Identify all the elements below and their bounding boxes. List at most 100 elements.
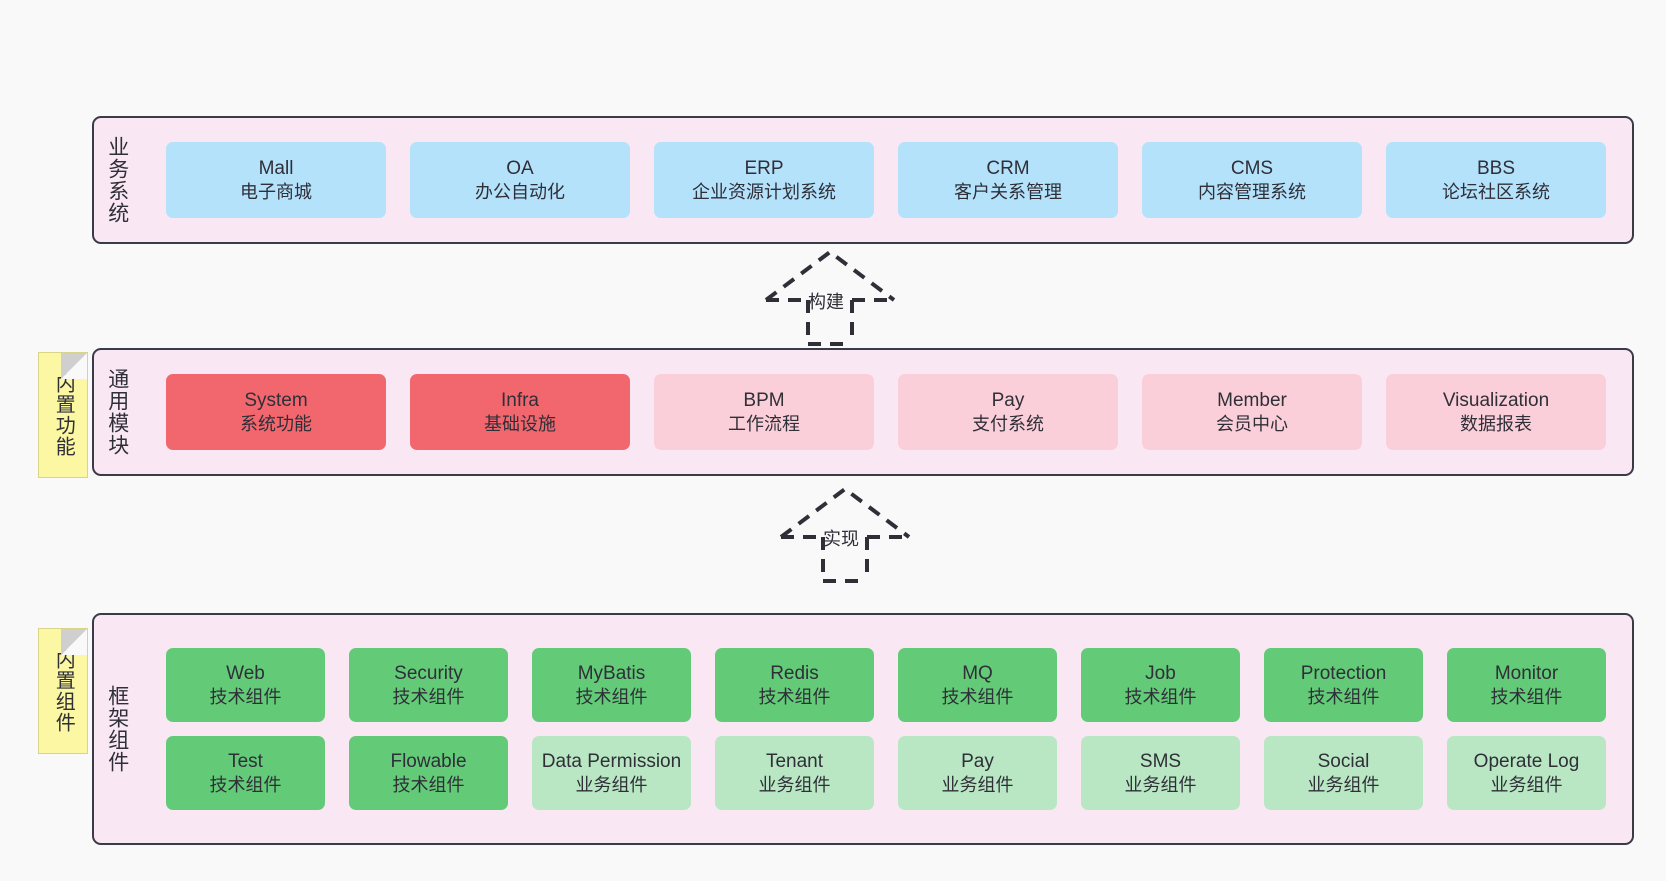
common-module-box-desc: 系统功能: [240, 413, 312, 434]
connector-implement-label: 实现: [823, 529, 859, 549]
common-module-box-name: System: [244, 390, 308, 412]
framework-component-box-desc: 技术组件: [1307, 686, 1380, 707]
framework-component-box-desc: 技术组件: [209, 774, 282, 795]
framework-component-box-name: MQ: [962, 663, 993, 685]
connector-build-label: 构建: [808, 292, 844, 312]
framework-component-box-name: SMS: [1139, 751, 1182, 773]
business-system-box-name: ERP: [744, 158, 784, 180]
framework-component-box-name: Test: [228, 751, 263, 773]
framework-component-box-name: Operate Log: [1473, 751, 1580, 773]
framework-component-box-desc: 业务组件: [758, 774, 831, 795]
framework-component-box-name: Web: [226, 663, 265, 685]
common-module-box-name: Pay: [991, 390, 1025, 412]
framework-component-box-desc: 业务组件: [941, 774, 1014, 795]
framework-component-box-name: Redis: [770, 663, 819, 685]
framework-component-box-desc: 业务组件: [575, 774, 648, 795]
framework-component-box-desc: 技术组件: [392, 686, 465, 707]
common-module-box-desc: 数据报表: [1460, 413, 1532, 434]
framework-component-box-name: Monitor: [1494, 663, 1559, 685]
business-system-box-desc: 企业资源计划系统: [692, 181, 836, 202]
framework-component-box-desc: 业务组件: [1490, 774, 1563, 795]
business-system-box-name: CMS: [1230, 158, 1274, 180]
sticky-note-builtin-features-label: 内置功能: [52, 373, 75, 457]
common-module-box-name: Member: [1217, 390, 1287, 412]
framework-component-box-desc: 业务组件: [1307, 774, 1380, 795]
framework-component-box-desc: 技术组件: [941, 686, 1014, 707]
framework-component-box-desc: 技术组件: [1490, 686, 1563, 707]
framework-component-box-desc: 技术组件: [392, 774, 465, 795]
business-system-box-name: OA: [506, 158, 534, 180]
framework-component-box-desc: 技术组件: [1124, 686, 1197, 707]
common-module-box-desc: 会员中心: [1216, 413, 1288, 434]
business-system-box-desc: 客户关系管理: [954, 181, 1062, 202]
framework-component-box-desc: 业务组件: [1124, 774, 1197, 795]
framework-component-box-name: Flowable: [390, 751, 467, 773]
framework-component-box-desc: 技术组件: [758, 686, 831, 707]
framework-component-box-name: MyBatis: [577, 663, 646, 685]
framework-component-box-name: Social: [1317, 751, 1370, 773]
business-system-box-name: CRM: [986, 158, 1030, 180]
connector-implement-arrow: [779, 486, 911, 583]
common-module-box-desc: 基础设施: [484, 413, 556, 434]
framework-component-box-desc: 技术组件: [575, 686, 648, 707]
business-system-box-desc: 办公自动化: [475, 181, 565, 202]
business-system-box-name: Mall: [258, 158, 294, 180]
framework-component-box-desc: 技术组件: [209, 686, 282, 707]
layer-common-modules-title: 通用模块: [105, 368, 129, 456]
framework-component-box-name: Tenant: [765, 751, 824, 773]
business-system-box-desc: 论坛社区系统: [1442, 181, 1550, 202]
connector-build: 构建: [760, 248, 900, 348]
framework-component-box-name: Security: [394, 663, 463, 685]
business-system-box-desc: 内容管理系统: [1198, 181, 1306, 202]
sticky-note-builtin-components: 内置组件: [38, 628, 88, 754]
connector-implement: 实现: [775, 485, 915, 585]
business-system-box-name: BBS: [1476, 158, 1516, 180]
framework-component-box-name: Job: [1145, 663, 1176, 685]
common-module-box-desc: 支付系统: [972, 413, 1044, 434]
common-module-box-name: Visualization: [1442, 390, 1550, 412]
framework-component-box-name: Protection: [1300, 663, 1387, 685]
connector-build-arrow: [764, 249, 896, 346]
framework-component-box-name: Pay: [961, 751, 994, 773]
sticky-note-builtin-components-label: 内置组件: [52, 649, 75, 733]
common-module-box-name: BPM: [743, 390, 785, 412]
framework-component-box-name: Data Permission: [541, 751, 682, 773]
sticky-note-builtin-features: 内置功能: [38, 352, 88, 478]
